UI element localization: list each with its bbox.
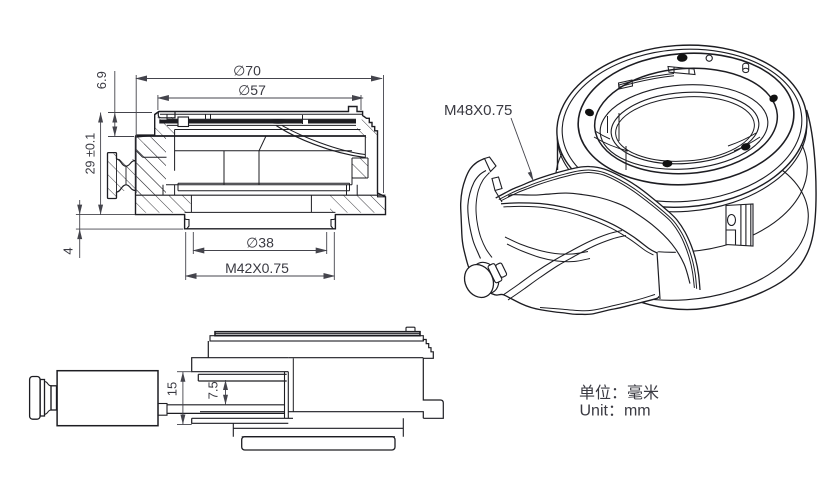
svg-text:29 ±0.1: 29 ±0.1 xyxy=(84,133,98,175)
svg-text:∅38: ∅38 xyxy=(246,235,274,251)
svg-text:M48X0.75: M48X0.75 xyxy=(444,102,512,119)
svg-text:M42X0.75: M42X0.75 xyxy=(225,260,289,276)
svg-text:单位：毫米: 单位：毫米 xyxy=(579,383,659,402)
svg-text:7.5: 7.5 xyxy=(205,381,220,399)
svg-text:∅70: ∅70 xyxy=(233,63,261,79)
svg-text:∅57: ∅57 xyxy=(238,82,266,98)
svg-text:6.9: 6.9 xyxy=(94,71,109,89)
svg-text:15: 15 xyxy=(165,382,180,396)
svg-text:4: 4 xyxy=(61,247,76,254)
svg-text:Unit：mm: Unit：mm xyxy=(580,403,651,420)
